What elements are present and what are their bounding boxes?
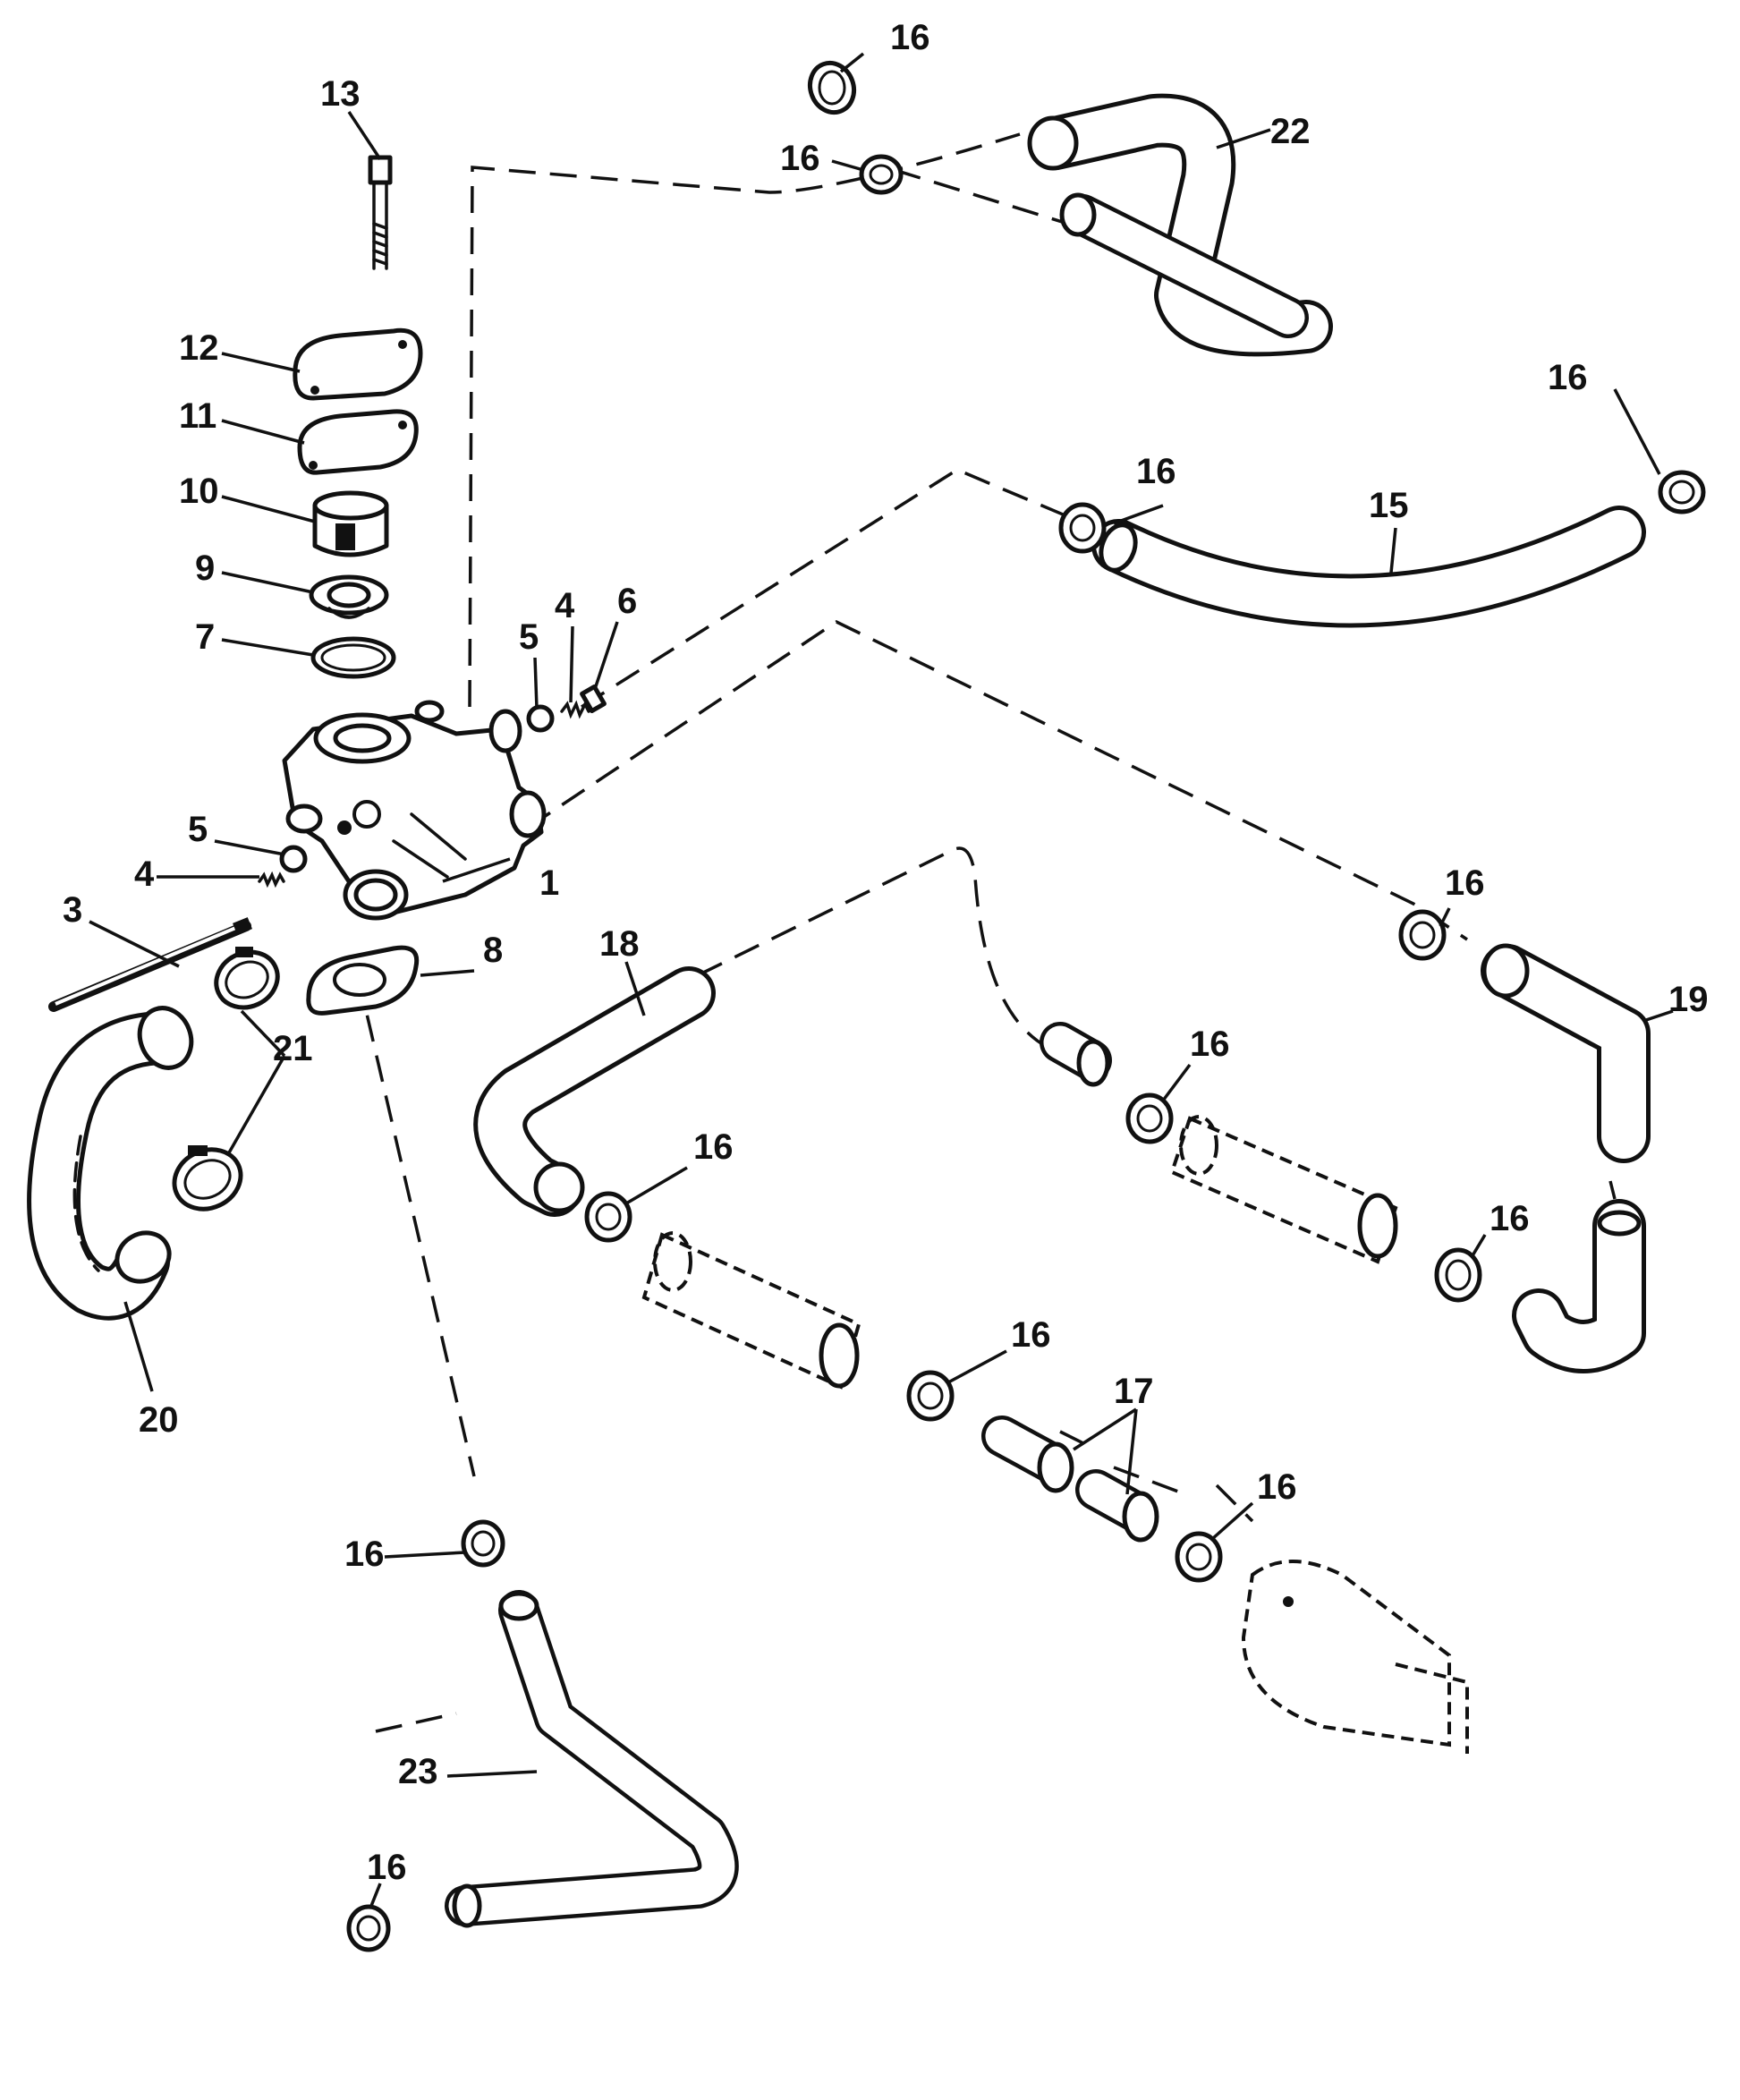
callout-5-upper: 5 — [519, 617, 539, 657]
gasket-11 — [297, 409, 419, 475]
callout-16-h: 16 — [1490, 1199, 1530, 1238]
hose-19-lower — [1512, 1199, 1646, 1373]
hose-clamp-16-k — [461, 1519, 505, 1568]
callout-16-i: 16 — [1011, 1315, 1051, 1355]
hose-clamp-16-d — [1058, 502, 1107, 554]
sleeve-10 — [312, 490, 389, 557]
callout-16-e: 16 — [1445, 863, 1485, 903]
callout-22: 22 — [1270, 112, 1311, 151]
hose-clamp-16-i — [906, 1370, 955, 1422]
callout-5-lower: 5 — [188, 810, 208, 849]
hose-15 — [1091, 506, 1646, 628]
callout-4-upper: 4 — [555, 586, 575, 625]
callout-7: 7 — [195, 617, 215, 657]
coupler-upper — [1040, 1022, 1112, 1087]
callout-20: 20 — [139, 1400, 179, 1440]
check-ball-5-upper — [526, 704, 555, 733]
rod-3 — [48, 917, 252, 1012]
callout-10: 10 — [179, 472, 219, 511]
hose-clamp-16-g — [584, 1191, 632, 1243]
sleeve-17-a — [981, 1416, 1074, 1493]
hose-clamp-16-a — [807, 60, 857, 115]
callout-16-k: 16 — [344, 1535, 385, 1574]
hose-clamp-16-b — [859, 154, 904, 195]
thermostat-9 — [309, 574, 389, 619]
callout-21: 21 — [273, 1029, 313, 1068]
callout-8: 8 — [483, 931, 503, 970]
callout-16-l: 16 — [367, 1848, 407, 1887]
o-ring-7 — [310, 636, 396, 679]
cooler-upper-outline — [1169, 1115, 1398, 1264]
callout-15: 15 — [1369, 486, 1409, 525]
spring-4-lower — [258, 871, 285, 888]
callout-12: 12 — [179, 328, 219, 368]
hose-23 — [445, 1590, 739, 1928]
cooler-lower-outline — [641, 1231, 862, 1390]
callout-16-c: 16 — [1548, 358, 1588, 397]
hose-clamp-16-j — [1175, 1531, 1223, 1583]
callout-16-b: 16 — [780, 139, 820, 178]
callout-18: 18 — [599, 924, 640, 964]
bolt-13 — [368, 155, 393, 270]
callout-17: 17 — [1114, 1372, 1154, 1411]
callout-1: 1 — [539, 863, 559, 903]
callout-16-j: 16 — [1257, 1467, 1297, 1507]
callout-19: 19 — [1668, 980, 1709, 1019]
hose-20 — [27, 1006, 194, 1321]
callout-6: 6 — [617, 582, 637, 621]
hose-clamp-16-e — [1398, 909, 1447, 961]
clamp-21-upper — [214, 947, 280, 1010]
callout-16-a: 16 — [890, 18, 930, 57]
callout-11: 11 — [179, 396, 216, 436]
callout-13: 13 — [320, 74, 361, 114]
check-ball-5-lower — [279, 845, 308, 873]
hose-clamp-16-l — [346, 1904, 391, 1952]
spring-4-upper — [560, 700, 590, 719]
thermostat-housing-1 — [282, 700, 547, 921]
leader-lines — [89, 52, 1674, 1907]
callout-9: 9 — [195, 548, 215, 588]
gasket-8 — [306, 945, 420, 1016]
callout-23: 23 — [398, 1752, 438, 1791]
fitting-6 — [580, 684, 607, 714]
clamp-21-lower — [172, 1145, 243, 1212]
sea-water-pump-outline — [1241, 1560, 1469, 1754]
thermostat-cover-12 — [293, 327, 423, 401]
sleeve-17-b — [1075, 1469, 1159, 1543]
callout-16-d: 16 — [1136, 452, 1176, 491]
hose-18 — [473, 966, 716, 1217]
hose-clamp-16-c — [1658, 470, 1706, 514]
hose-clamp-16-h — [1434, 1247, 1482, 1303]
callout-4-lower: 4 — [134, 854, 155, 894]
callout-labels: 13 12 11 10 9 7 5 4 6 5 4 3 1 8 21 20 18… — [63, 18, 1709, 1887]
callout-16-g: 16 — [693, 1127, 734, 1167]
hose-19-upper — [1481, 943, 1651, 1163]
hose-22 — [1027, 93, 1333, 357]
callout-3: 3 — [63, 890, 82, 930]
hose-clamp-16-f — [1125, 1093, 1174, 1144]
callout-16-f: 16 — [1190, 1024, 1230, 1064]
